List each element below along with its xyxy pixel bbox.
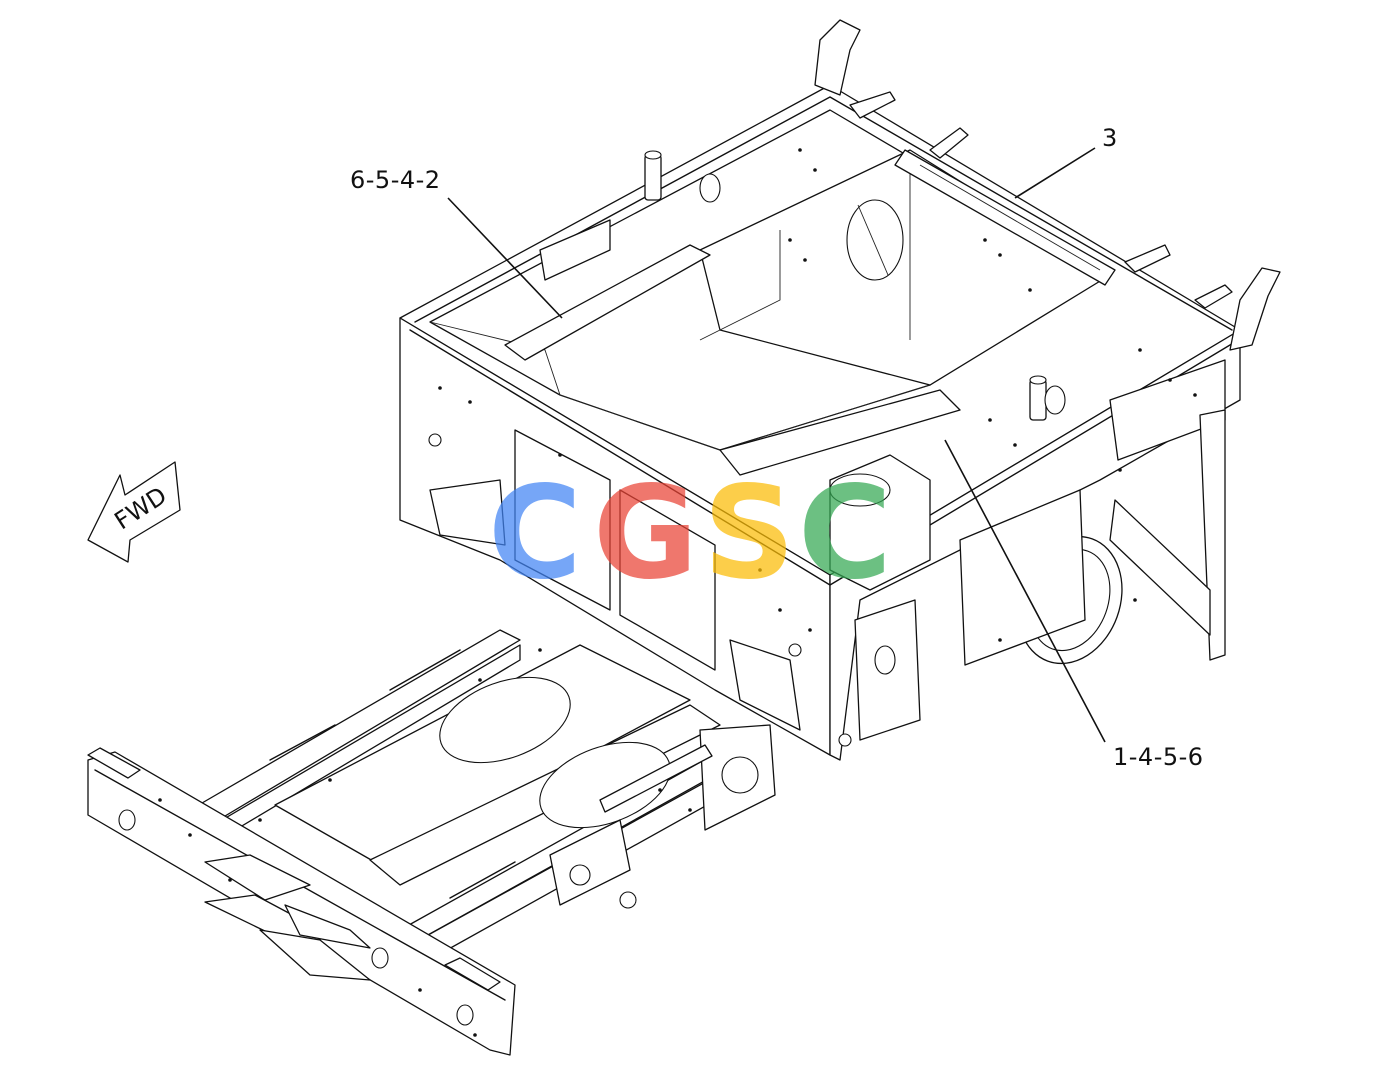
callout-3: 3 [1102,124,1118,152]
callout-6-5-4-2: 6-5-4-2 [350,166,441,194]
upper-frame [399,19,1281,761]
callout-1-4-5-6: 1-4-5-6 [1113,743,1204,771]
bolt-holes [158,148,1197,1037]
fwd-arrow-icon: FWD [87,461,181,563]
leader-1-4-5-6 [944,439,1106,743]
leader-lines [447,147,1106,743]
leader-3 [1014,147,1096,199]
leader-6-5-4-2 [447,197,563,319]
lower-frame [87,629,776,1056]
